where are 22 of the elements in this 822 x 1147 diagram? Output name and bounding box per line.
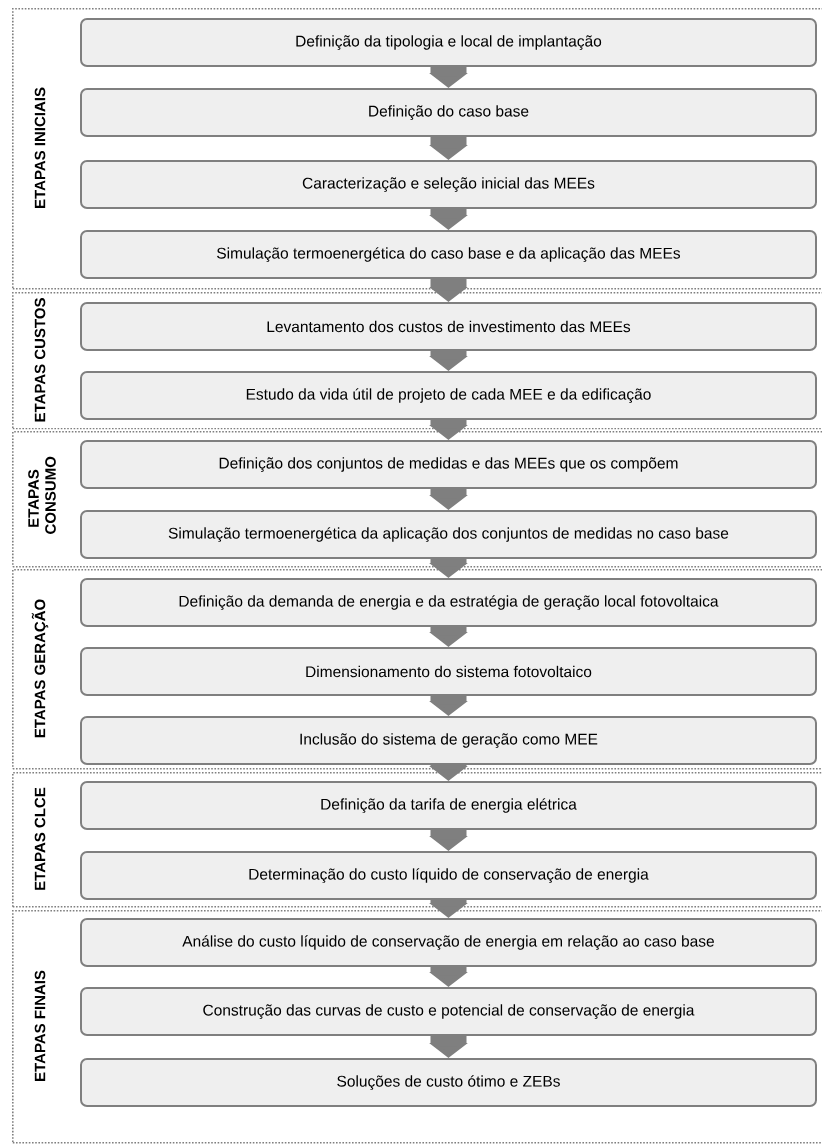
step-box: Análise do custo líquido de conservação de energia em relação ao caso base [80,918,817,967]
stage-label: ETAPAS CONSUMO [28,456,56,534]
step-box: Inclusão do sistema de geração como MEE [80,716,817,765]
stage-label: ETAPAS INICIAIS [34,87,46,208]
step-box: Caracterização e seleção inicial das MEEs [80,160,817,209]
step-box: Estudo da vida útil de projeto de cada MEE e da edificação [80,371,817,420]
stage-label: ETAPAS GERAÇÃO [31,599,49,738]
step-box: Construção das curvas de custo e potencial de conservação de energia [80,987,817,1036]
stage-label: ETAPAS CUSTOS [34,298,46,422]
step-box: Simulação termoenergética da aplicação dos conjuntos de medidas no caso base [80,510,817,559]
step-box: Dimensionamento do sistema fotovoltaico [80,647,817,696]
step-box: Levantamento dos custos de investimento das MEEs [80,302,817,351]
step-box: Simulação termoenergética do caso base e da aplicação das MEEs [80,230,817,279]
step-box: Definição da tarifa de energia elétrica [80,781,817,830]
stage-label: ETAPAS FINAIS [34,970,46,1081]
stage-label: ETAPAS CLCE [34,787,46,890]
step-box: Definição da tipologia e local de implantação [80,18,817,67]
step-box: Soluções de custo ótimo e ZEBs [80,1058,817,1107]
step-box: Definição dos conjuntos de medidas e das MEEs que os compõem [80,440,817,489]
step-box: Determinação do custo líquido de conservação de energia [80,851,817,900]
step-box: Definição do caso base [80,88,817,137]
step-box: Definição da demanda de energia e da estratégia de geração local fotovoltaica [80,578,817,627]
